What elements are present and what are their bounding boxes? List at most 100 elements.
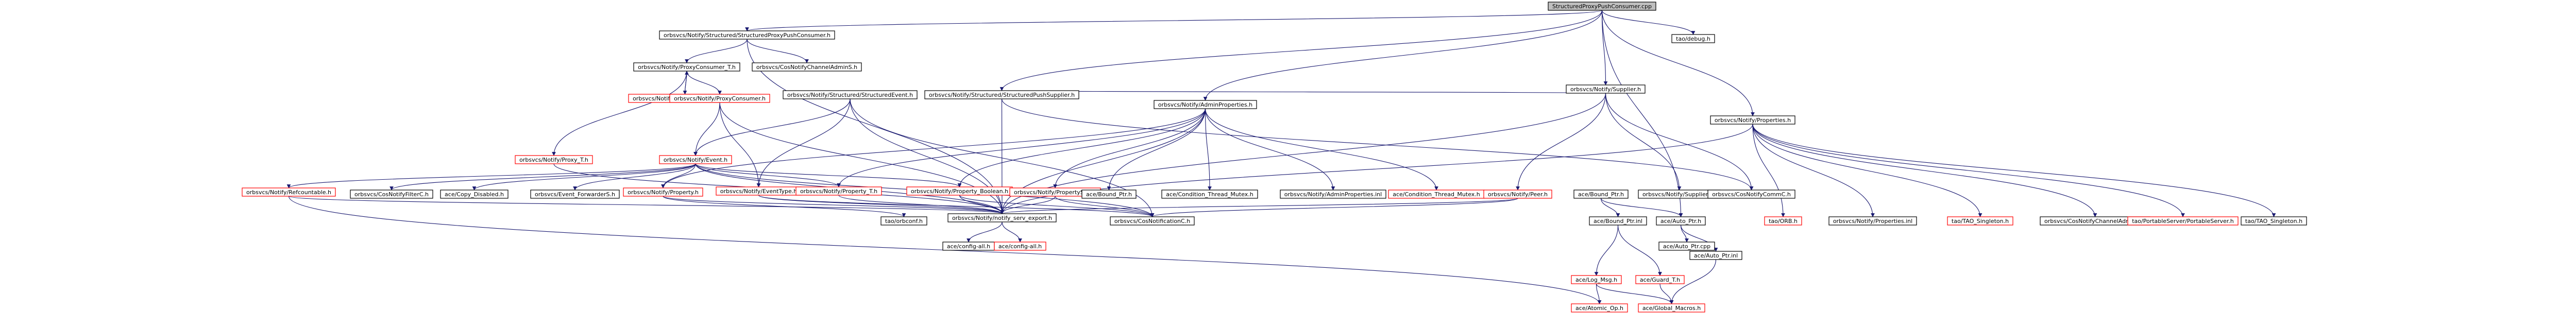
node-orbsvcs-notify-property-boolean-h[interactable]: orbsvcs/Notify/Property_Boolean.h bbox=[906, 186, 1013, 196]
node-box bbox=[752, 62, 862, 72]
node-orbsvcs-notify-adminproperties-h[interactable]: orbsvcs/Notify/AdminProperties.h bbox=[1154, 100, 1257, 109]
node-tao-orbconf-h[interactable]: tao/orbconf.h bbox=[880, 216, 927, 226]
node-orbsvcs-notify-structured-structuredevent-h[interactable]: orbsvcs/Notify/Structured/StructuredEven… bbox=[783, 90, 918, 99]
node-label: orbsvcs/Notify/Proxy_T.h bbox=[519, 157, 588, 163]
edge-bpinl-to-guardH bbox=[1617, 225, 1662, 276]
node-tao-tao-singleton-h[interactable]: tao/TAO_Singleton.h bbox=[1947, 216, 2013, 226]
node-orbsvcs-notify-proxy-t-h[interactable]: orbsvcs/Notify/Proxy_T.h bbox=[515, 155, 593, 164]
node-ace-auto-ptr-h[interactable]: ace/Auto_Ptr.h bbox=[1656, 216, 1706, 226]
node-orbsvcs-notify-supplier-h[interactable]: orbsvcs/Notify/Supplier.h bbox=[1566, 84, 1646, 94]
node-box bbox=[1081, 190, 1137, 199]
edge-root-to-ppH bbox=[1601, 10, 1755, 116]
edge-logH-to-gmH bbox=[1596, 283, 1674, 304]
node-ace-auto-ptr-cpp[interactable]: ace/Auto_Ptr.cpp bbox=[1658, 242, 1715, 251]
node-label: ace/Bound_Ptr.inl bbox=[1594, 218, 1642, 225]
edge-ppH-to-psvH bbox=[1752, 124, 2185, 217]
node-box bbox=[1548, 2, 1656, 11]
edge-pch-to-etH bbox=[719, 102, 761, 187]
node-label: orbsvcs/Notify/Supplier.inl bbox=[1642, 191, 1716, 198]
node-orbsvcs-notify-proxyconsumer-t-h[interactable]: orbsvcs/Notify/ProxyConsumer_T.h bbox=[633, 62, 740, 72]
edge-bp2H-to-aptrH bbox=[1600, 198, 1683, 217]
node-box bbox=[1483, 190, 1552, 199]
node-structuredproxypushconsumer-cpp[interactable]: StructuredProxyPushConsumer.cpp bbox=[1548, 2, 1656, 11]
node-orbsvcs-cosnotificationc-h[interactable]: orbsvcs/CosNotificationC.h bbox=[1110, 216, 1195, 226]
node-label: orbsvcs/CosNotifyCommC.h bbox=[1712, 191, 1791, 198]
edge-root-to-apH bbox=[1203, 10, 1603, 101]
node-tao-portableserver-portableserver-h[interactable]: tao/PortableServer/PortableServer.h bbox=[2127, 216, 2239, 226]
edge-aptrInl-to-gmH bbox=[1669, 259, 1717, 304]
node-ace-condition-thread-mutex-h[interactable]: ace/Condition_Thread_Mutex.h bbox=[1161, 190, 1258, 199]
node-box bbox=[623, 187, 703, 197]
node-orbsvcs-notify-proxyconsumer-h[interactable]: orbsvcs/Notify/ProxyConsumer.h bbox=[669, 94, 770, 103]
edge-ppH-to-ts2H bbox=[1752, 124, 2276, 217]
node-ace-bound-ptr-h[interactable]: ace/Bound_Ptr.h bbox=[1081, 190, 1137, 199]
edge-pc7h-to-p7h bbox=[552, 71, 687, 156]
edge-bp2H-to-bpinl bbox=[1600, 198, 1620, 217]
node-ace-atomic-op-h[interactable]: ace/Atomic_Op.h bbox=[1571, 303, 1628, 313]
node-ace-auto-ptr-inl[interactable]: ace/Auto_Ptr.inl bbox=[1689, 251, 1742, 260]
node-label: orbsvcs/Notify/Peer.h bbox=[1488, 191, 1548, 198]
node-orbsvcs-notify-eventtype-h[interactable]: orbsvcs/Notify/EventType.h bbox=[716, 186, 802, 196]
edge-ppH-to-ppinl bbox=[1752, 124, 1875, 217]
node-orbsvcs-notify-structured-structuredproxypushconsumer-h[interactable]: orbsvcs/Notify/Structured/StructuredProx… bbox=[659, 30, 835, 40]
node-label: ace/config-all.h bbox=[947, 243, 990, 250]
node-label: orbsvcs/Notify/PropertySeq.h bbox=[1014, 189, 1096, 196]
node-label: orbsvcs/Notify/Property_T.h bbox=[800, 188, 877, 195]
node-orbsvcs-notify-event-h[interactable]: orbsvcs/Notify/Event.h bbox=[659, 155, 732, 164]
node-ace-config-all-h[interactable]: ace/config-all.h bbox=[994, 242, 1046, 251]
node-orbsvcs-notify-properties-inl[interactable]: orbsvcs/Notify/Properties.inl bbox=[1828, 216, 1917, 226]
edge-spsH-to-cncH bbox=[1001, 98, 1754, 191]
node-tao-orb-h[interactable]: tao/ORB.h bbox=[1764, 216, 1802, 226]
edge-root-to-tsdbg bbox=[1601, 10, 1696, 35]
edge-apH-to-pbH bbox=[957, 108, 1206, 187]
edge-etH-to-nseH bbox=[758, 195, 1004, 214]
node-tao-debug-h[interactable]: tao/debug.h bbox=[1671, 34, 1715, 43]
node-orbsvcs-notify-peer-h[interactable]: orbsvcs/Notify/Peer.h bbox=[1483, 190, 1552, 199]
node-tao-tao-singleton-h[interactable]: tao/TAO_Singleton.h bbox=[2241, 216, 2307, 226]
node-orbsvcs-cosnotifycommc-h[interactable]: orbsvcs/CosNotifyCommC.h bbox=[1707, 190, 1795, 199]
node-orbsvcs-event-forwarders-h[interactable]: orbsvcs/Event_ForwarderS.h bbox=[530, 190, 620, 199]
edge-logH-to-aopH bbox=[1596, 283, 1602, 304]
node-box bbox=[1566, 84, 1646, 94]
node-orbsvcs-notify-property-t-h[interactable]: orbsvcs/Notify/Property_T.h bbox=[795, 186, 882, 196]
node-ace-log-msg-h[interactable]: ace/Log_Msg.h bbox=[1571, 275, 1622, 284]
edge-seH-to-etH bbox=[756, 98, 851, 187]
node-box bbox=[1280, 190, 1386, 199]
node-label: orbsvcs/Notify/Refcountable.h bbox=[246, 189, 331, 196]
edge-evH-to-efH bbox=[573, 163, 696, 191]
node-label: ace/Condition_Thread_Mutex.h bbox=[1166, 191, 1253, 198]
edge-propH-to-tsconf bbox=[663, 196, 906, 217]
node-box bbox=[880, 216, 927, 226]
edge-seH-to-cnc2H bbox=[850, 98, 1155, 217]
node-ace-config-all-h[interactable]: ace/config-all.h bbox=[942, 242, 995, 251]
node-orbsvcs-notify-propertyseq-h[interactable]: orbsvcs/Notify/PropertySeq.h bbox=[1009, 187, 1101, 197]
node-box bbox=[1710, 115, 1795, 125]
node-orbsvcs-cosnotifychanneladmins-h[interactable]: orbsvcs/CosNotifyChannelAdminS.h bbox=[752, 62, 862, 72]
node-ace-guard-t-h[interactable]: ace/Guard_T.h bbox=[1635, 275, 1685, 284]
node-ace-bound-ptr-inl[interactable]: ace/Bound_Ptr.inl bbox=[1589, 216, 1647, 226]
node-ace-condition-thread-mutex-h[interactable]: ace/Condition_Thread_Mutex.h bbox=[1388, 190, 1485, 199]
node-box bbox=[1110, 216, 1195, 226]
node-ace-copy-disabled-h[interactable]: ace/Copy_Disabled.h bbox=[440, 190, 509, 199]
node-orbsvcs-cosnotifychanneladminc-h[interactable]: orbsvcs/CosNotifyChannelAdminC.h bbox=[2040, 216, 2150, 226]
node-orbsvcs-notify-notify-serv-export-h[interactable]: orbsvcs/Notify/notify_serv_export.h bbox=[947, 213, 1057, 222]
node-orbsvcs-notify-supplier-inl[interactable]: orbsvcs/Notify/Supplier.inl bbox=[1638, 190, 1721, 199]
node-orbsvcs-notify-structured-structuredpushsupplier-h[interactable]: orbsvcs/Notify/Structured/StructuredPush… bbox=[924, 90, 1079, 99]
node-orbsvcs-notify-refcountable-h[interactable]: orbsvcs/Notify/Refcountable.h bbox=[242, 187, 336, 197]
node-ace-bound-ptr-h[interactable]: ace/Bound_Ptr.h bbox=[1573, 190, 1629, 199]
node-orbsvcs-notify-property-h[interactable]: orbsvcs/Notify/Property.h bbox=[623, 187, 703, 197]
node-ace-global-macros-h[interactable]: ace/Global_Macros.h bbox=[1638, 303, 1705, 313]
edge-ppH-to-tsH bbox=[1752, 124, 1982, 217]
edge-pch-to-evH bbox=[693, 102, 720, 156]
node-orbsvcs-cosnotifyfilterc-h[interactable]: orbsvcs/CosNotifyFilterC.h bbox=[350, 190, 433, 199]
edge-ppH-to-orbH bbox=[1752, 124, 1785, 217]
node-label: ace/Bound_Ptr.h bbox=[1578, 191, 1624, 198]
graph-nodes: StructuredProxyPushConsumer.cpp orbsvcs/N… bbox=[242, 2, 2307, 313]
node-label: tao/ORB.h bbox=[1769, 218, 1798, 225]
edge-supH-to-cncH bbox=[1605, 93, 1754, 191]
node-orbsvcs-notify-properties-h[interactable]: orbsvcs/Notify/Properties.h bbox=[1710, 115, 1795, 125]
edge-peerH-to-cnc2H bbox=[1150, 198, 1518, 217]
node-label: ace/Copy_Disabled.h bbox=[445, 191, 504, 198]
edge-evH-to-refH bbox=[286, 163, 696, 188]
node-orbsvcs-notify-adminproperties-inl[interactable]: orbsvcs/Notify/AdminProperties.inl bbox=[1280, 190, 1386, 199]
